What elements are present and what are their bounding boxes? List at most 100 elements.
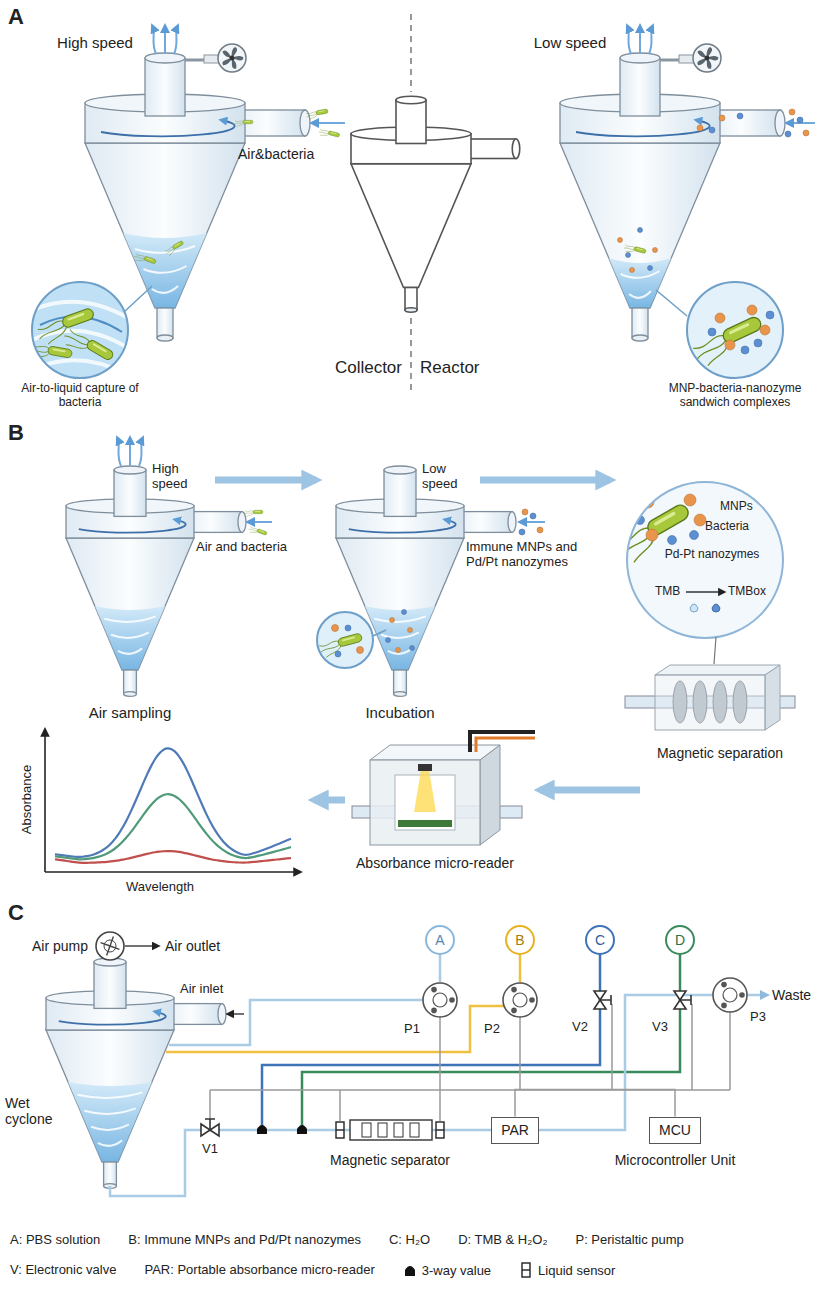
part-label: Air pump bbox=[8, 938, 88, 954]
inset-label: TMB bbox=[655, 585, 695, 599]
collector-cyclone bbox=[85, 53, 310, 341]
zoom-inset-part bbox=[335, 651, 341, 657]
panel-b-art-part bbox=[373, 630, 386, 636]
exhaust-arrows-part bbox=[152, 26, 156, 54]
part-label: Air outlet bbox=[165, 938, 255, 954]
reader-box: PAR bbox=[491, 1117, 539, 1144]
legend-item: D: TMB & H₂O₂ bbox=[458, 1232, 547, 1247]
bacterium-part bbox=[85, 339, 114, 361]
panel-a-art-part bbox=[660, 59, 679, 62]
panel-b-art-part bbox=[402, 610, 407, 615]
zoom-inset bbox=[613, 482, 783, 638]
panel-c-art-part bbox=[691, 1004, 693, 1090]
incubation-cyclone-part bbox=[388, 648, 412, 653]
legend-text: C: H₂O bbox=[389, 1232, 430, 1247]
sampling-cyclone-part bbox=[95, 606, 165, 670]
step-label: Magnetic separation bbox=[640, 745, 800, 761]
zoom-inset-part bbox=[317, 612, 373, 668]
reagent-reservoir: B bbox=[505, 925, 535, 955]
wet-cyclone-part bbox=[91, 1124, 129, 1129]
bacterium bbox=[318, 633, 365, 659]
wet-cyclone-part bbox=[59, 1012, 166, 1025]
spectrum-chart-part bbox=[44, 730, 46, 872]
panel-a-art-part bbox=[719, 115, 725, 121]
air-pump-symbol-part bbox=[107, 946, 110, 955]
reactor-cyclone-part bbox=[576, 120, 710, 136]
panel-c-art-part bbox=[519, 1017, 521, 1090]
legend-text: V: Electronic valve bbox=[10, 1262, 116, 1277]
fan-icon-part bbox=[705, 56, 710, 61]
part-label: Magnetic separator bbox=[315, 1152, 465, 1168]
reactor-cyclone-part bbox=[609, 258, 671, 308]
zoom-inset-part bbox=[32, 282, 128, 378]
exhaust-arrows-part bbox=[129, 438, 131, 466]
bacterium bbox=[245, 510, 264, 516]
legend-text: PAR: Portable absorbance micro-reader bbox=[144, 1262, 374, 1277]
control-wire bbox=[515, 1090, 675, 1117]
wet-cyclone-part bbox=[77, 1092, 142, 1097]
flow-label: Air&bacteria bbox=[238, 146, 348, 162]
panel-a-art-part bbox=[410, 14, 412, 92]
bacterium bbox=[248, 526, 268, 538]
zoom-inset-part bbox=[747, 305, 757, 315]
bacterium-part bbox=[67, 313, 84, 321]
panel-a-art-part bbox=[709, 127, 715, 133]
peristaltic-pump-part bbox=[739, 992, 745, 998]
bacterium-part bbox=[318, 110, 325, 112]
peristaltic-pump-part bbox=[423, 983, 457, 1017]
electronic-valve-part bbox=[680, 995, 691, 1005]
reagent-reservoir: A bbox=[425, 925, 455, 955]
zoom-inset-part bbox=[684, 494, 696, 506]
legend-item: 3-way value bbox=[403, 1262, 491, 1278]
reactor-cyclone-part bbox=[629, 291, 651, 298]
bacterium-part bbox=[248, 526, 259, 535]
panel-b-art-part bbox=[522, 509, 528, 515]
sampling-cyclone-part bbox=[111, 632, 149, 637]
electronic-valve-part bbox=[205, 1119, 215, 1130]
legend-item: A: PBS solution bbox=[10, 1232, 100, 1247]
bacterium-part bbox=[174, 243, 180, 247]
panel-a-art-part bbox=[697, 125, 703, 131]
incubation-cyclone-part bbox=[349, 520, 456, 533]
reactor-cyclone-part bbox=[620, 58, 660, 116]
sampling-cyclone-part bbox=[66, 538, 194, 670]
panel-a-art-part bbox=[737, 113, 743, 119]
air-pump-symbol-part bbox=[110, 937, 113, 946]
wet-cyclone-part bbox=[218, 1004, 226, 1025]
air-pump-symbol-part bbox=[96, 932, 124, 960]
peristaltic-pump-part bbox=[511, 1008, 517, 1014]
panel-a-art-part bbox=[653, 248, 658, 253]
sampling-cyclone-part bbox=[118, 648, 142, 653]
bacterium-part bbox=[337, 633, 362, 647]
legend-text: Liquid sensor bbox=[538, 1263, 615, 1278]
zoom-inset-part bbox=[627, 482, 783, 638]
legend-text: A: PBS solution bbox=[10, 1232, 100, 1247]
speed-label: High speed bbox=[152, 462, 202, 492]
sampling-cyclone-part bbox=[124, 670, 137, 694]
zoom-inset-part bbox=[332, 625, 339, 632]
exhaust-arrows-part bbox=[139, 438, 143, 466]
peristaltic-pump-part bbox=[449, 997, 455, 1003]
absorbance-reader-illustration-part bbox=[414, 770, 436, 812]
peristaltic-pump-part bbox=[713, 978, 747, 1012]
node-text: B bbox=[515, 932, 524, 948]
exhaust-arrows-part bbox=[627, 26, 631, 54]
sampling-cyclone-part bbox=[114, 470, 146, 516]
magnetic-separator-illustration-part bbox=[655, 675, 765, 730]
bacterium-part bbox=[172, 241, 184, 250]
bacterium-part bbox=[614, 524, 663, 566]
legend-item: PAR: Portable absorbance micro-reader bbox=[144, 1262, 374, 1277]
bacterium bbox=[26, 342, 72, 364]
peristaltic-pump bbox=[503, 983, 537, 1017]
peristaltic-pump-part bbox=[513, 993, 527, 1007]
inset-label: TMBox bbox=[728, 585, 778, 599]
bacterium-part bbox=[318, 129, 330, 138]
legend-text: P: Peristaltic pump bbox=[575, 1232, 683, 1247]
component-id: P2 bbox=[470, 1022, 500, 1037]
step-arrow bbox=[540, 787, 640, 794]
spectrum-chart-part bbox=[55, 748, 291, 857]
bacterium bbox=[623, 244, 646, 257]
sampling-cyclone-part bbox=[124, 692, 137, 697]
cyclone-outline-part bbox=[405, 308, 417, 313]
three-way-symbol bbox=[403, 1262, 417, 1278]
